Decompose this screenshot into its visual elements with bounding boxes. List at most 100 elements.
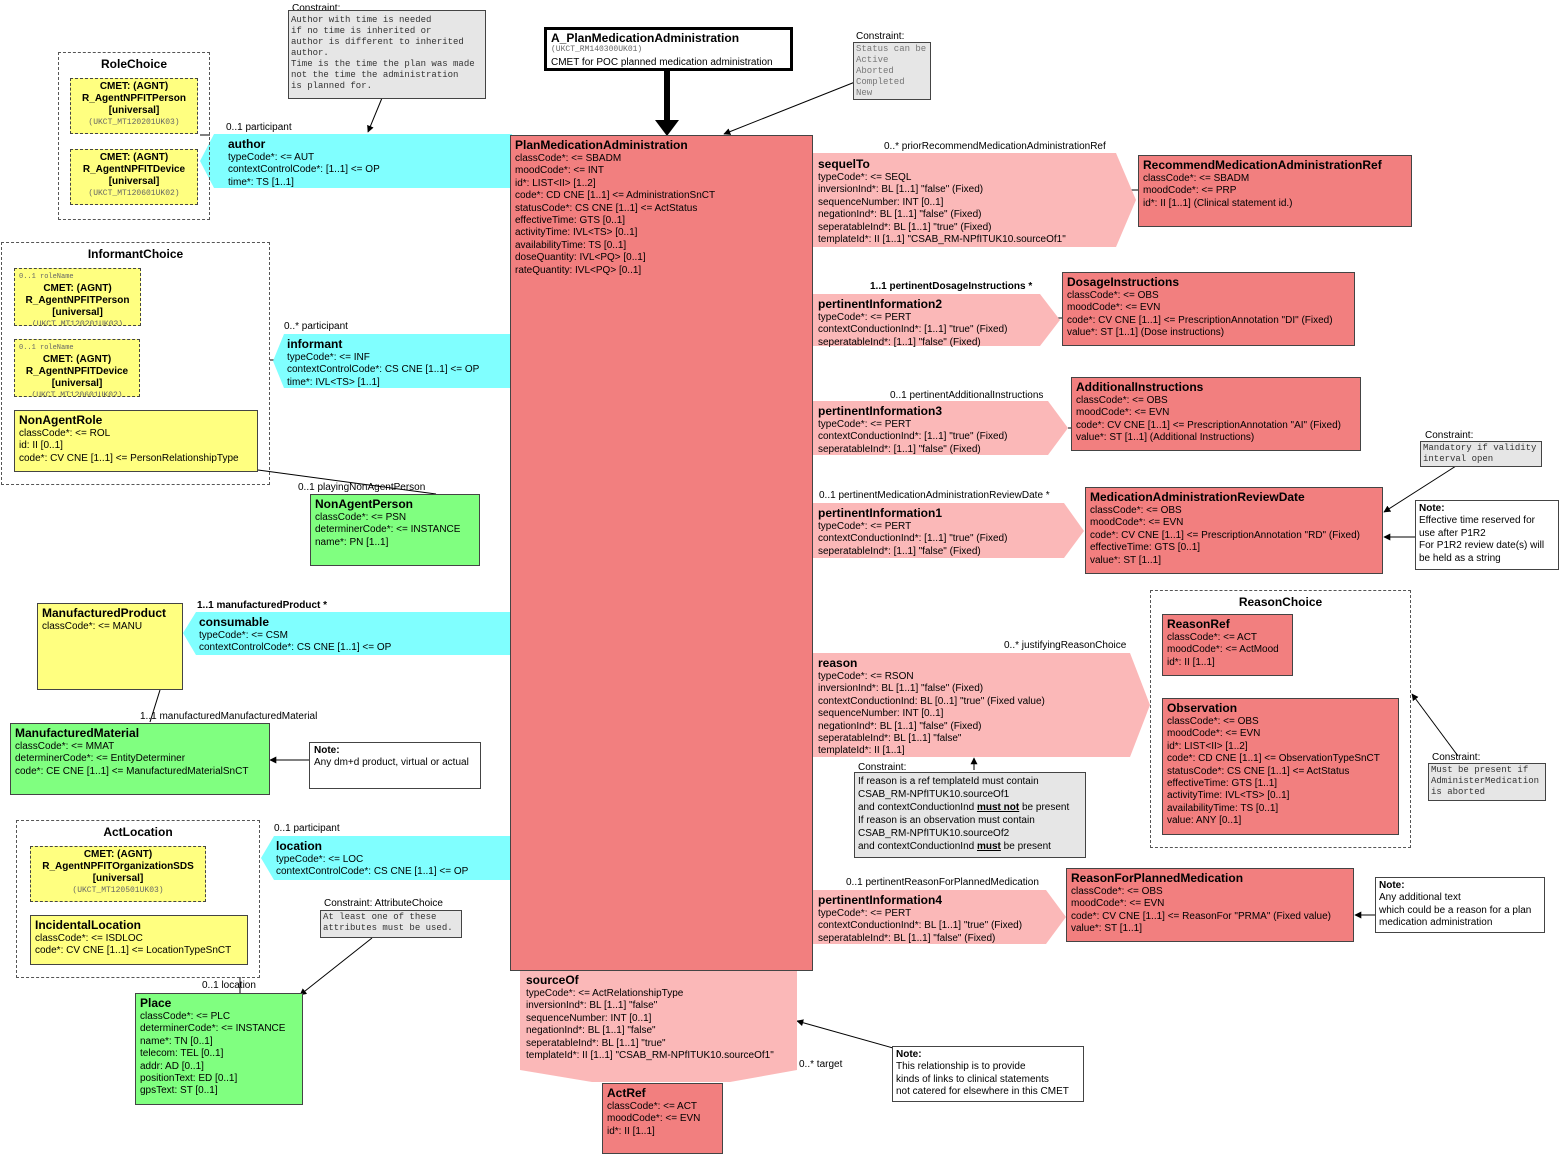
act-ref: ActRef classCode*: <= ACT moodCode*: <= … xyxy=(602,1083,723,1154)
note-text: Any dm+d product, virtual or actual xyxy=(314,757,469,769)
attr-line: templateId*: II [1..1] xyxy=(818,745,905,757)
observation: Observation classCode*: <= OBS moodCode*… xyxy=(1162,698,1399,835)
manufactured-product-title: ManufacturedProduct xyxy=(42,606,167,620)
note-line: medication administration xyxy=(1379,917,1493,929)
constraint-reason: If reason is a ref templateId must conta… xyxy=(854,772,1086,858)
constraint-place: At least one of these attributes must be… xyxy=(320,910,462,938)
pi3-shape xyxy=(812,401,1068,455)
attr-line: contextControlCode*: CS CNE [1..1] <= OP xyxy=(276,866,469,877)
reason-card: 0..* justifyingReasonChoice xyxy=(1004,640,1127,651)
note-label: Note: xyxy=(314,745,340,756)
constraint-author-text: Author with time is needed if no time is… xyxy=(291,15,475,91)
attr-line: code*: CV CNE [1..1] <= PrescriptionAnno… xyxy=(1090,529,1360,541)
location-title: location xyxy=(276,839,323,853)
informant-shape xyxy=(273,334,512,388)
role-name: 0..1 roleName xyxy=(19,344,74,352)
attr-line: classCode*: <= ROL xyxy=(19,428,111,439)
constraint-validity: Mandatory if validity interval open xyxy=(1420,441,1542,467)
attr-line: sequenceNumber: INT [0..1] xyxy=(526,1012,652,1024)
attr-line: time*: TS [1..1] xyxy=(228,176,294,187)
cmet-device-informant: 0..1 roleName CMET: (AGNT) R_AgentNPFITD… xyxy=(14,339,140,397)
attr-line: classCode*: <= OBS xyxy=(1076,395,1168,406)
place-card: 0..1 location xyxy=(202,980,256,991)
cmet-name: R_AgentNPFITOrganizationSDS xyxy=(42,861,194,872)
manufactured-material-title: ManufacturedMaterial xyxy=(15,726,140,740)
attr-line: id*: LIST<II> [1..2] xyxy=(515,177,596,189)
cmet-label: CMET: (AGNT) xyxy=(42,354,112,365)
pi1-card: 0..1 pertinentMedicationAdministrationRe… xyxy=(819,490,1050,501)
reason-choice-title: ReasonChoice xyxy=(1238,595,1323,609)
attr-line: classCode*: <= SBADM xyxy=(515,153,622,164)
attr-line: contextControlCode*: CS CNE [1..1] <= OP xyxy=(199,642,392,653)
cmet-id: (UKCT_MT120501UK03) xyxy=(72,886,164,895)
pertinent-information-1: pertinentInformation1 typeCode*: <= PERT… xyxy=(814,504,1066,558)
attr-line: addr: AD [0..1] xyxy=(140,1060,204,1072)
review-date-title: MedicationAdministrationReviewDate xyxy=(1090,490,1305,504)
reason: reason typeCode*: <= RSON inversionInd*:… xyxy=(814,654,1132,757)
consumable: consumable typeCode*: <= CSM contextCont… xyxy=(195,613,510,653)
attr-line: statusCode*: CS CNE [1..1] <= ActStatus xyxy=(1167,765,1350,777)
note-label: Note: xyxy=(1379,880,1405,891)
attr-line: seperatableInd*: BL [1..1] "false" xyxy=(818,733,962,745)
note-source: Note: This relationship is to provide ki… xyxy=(892,1046,1084,1102)
consumable-shape xyxy=(183,612,512,655)
attr-line: typeCode*: <= AUT xyxy=(228,152,315,163)
header-id: (UKCT_RM140300UK01) xyxy=(551,45,643,55)
attr-line: activityTime: IVL<TS> [0..1] xyxy=(1167,790,1290,802)
place: Place classCode*: <= PLC determinerCode*… xyxy=(135,993,303,1105)
attr-line: classCode*: <= MANU xyxy=(42,621,143,632)
attr-line: moodCode*: <= INT xyxy=(515,165,604,177)
attr-line: contextConductionInd*: BL [1..1] "true" … xyxy=(818,920,1023,932)
attr-line: typeCode*: <= CSM xyxy=(199,630,288,641)
informant-choice-group: InformantChoice xyxy=(1,242,270,485)
attr-line: determinerCode*: <= EntityDeterminer xyxy=(15,753,186,765)
cmet-id: (UKCT_MT120201UK03) xyxy=(88,118,180,127)
plan-title: PlanMedicationAdministration xyxy=(515,138,688,152)
attr-line: availabilityTime: TS [0..1] xyxy=(1167,802,1279,814)
constraint-aborted-label: Constraint: xyxy=(1432,752,1481,763)
role-choice-title: RoleChoice xyxy=(100,57,167,71)
attr-line: negationInd*: BL [1..1] "false" xyxy=(526,1025,656,1037)
attr-line: determinerCode*: <= INSTANCE xyxy=(140,1023,286,1035)
attr-line: id*: II [1..1] xyxy=(607,1125,655,1137)
note-line: For P1R2 review date(s) will xyxy=(1419,540,1545,552)
attr-line: classCode*: <= OBS xyxy=(1167,716,1259,727)
note-line: not catered for elsewhere in this CMET xyxy=(896,1086,1069,1098)
sequelto-shape xyxy=(812,153,1136,247)
source-of-card: 0..* target xyxy=(799,1059,843,1070)
constraint-validity-label: Constraint: xyxy=(1425,430,1474,441)
pi4-title: pertinentInformation4 xyxy=(818,893,943,907)
attr-line: code*: CV CNE [1..1] <= PrescriptionAnno… xyxy=(1067,314,1333,326)
cmet-label: CMET: (AGNT) xyxy=(99,152,169,163)
attr-line: activityTime: IVL<TS> [0..1] xyxy=(515,227,638,239)
attr-line: moodCode*: <= EVN xyxy=(607,1113,701,1125)
attr-line: classCode*: <= ISDLOC xyxy=(35,933,143,944)
attr-line: classCode*: <= OBS xyxy=(1090,505,1182,516)
attr-line: rateQuantity: IVL<PQ> [0..1] xyxy=(515,264,642,276)
pertinent-information-2: pertinentInformation2 typeCode*: <= PERT… xyxy=(814,295,1042,347)
note-line: Effective time reserved for xyxy=(1419,515,1535,527)
attr-line: value*: ST [1..1] xyxy=(1071,923,1142,935)
author-title: author xyxy=(228,137,266,151)
attr-line: contextConductionInd*: [1..1] "true" (Fi… xyxy=(818,431,1008,443)
attr-line: moodCode*: <= EVN xyxy=(1076,407,1170,419)
dosage-title: DosageInstructions xyxy=(1067,275,1180,289)
attr-line: moodCode*: <= EVN xyxy=(1090,517,1184,529)
pertinent-information-4: pertinentInformation4 typeCode*: <= PERT… xyxy=(814,891,1048,943)
attr-line: availabilityTime: TS [0..1] xyxy=(515,239,627,251)
cmet-name: R_AgentNPFITPerson xyxy=(25,295,130,306)
constraint-line: CSAB_RM-NPfITUK10.sourceOf1 xyxy=(858,789,1010,800)
pi2-title: pertinentInformation2 xyxy=(818,297,943,311)
act-location-title: ActLocation xyxy=(103,825,173,839)
attr-line: effectiveTime: GTS [0..1] xyxy=(515,215,626,227)
constraint-line: CSAB_RM-NPfITUK10.sourceOf2 xyxy=(858,828,1010,839)
cmet-scope: [universal] xyxy=(108,105,160,116)
attr-line: contextConductionInd: BL [0..1] "true" (… xyxy=(818,695,1045,707)
sequel-to-card: 0..* priorRecommendMedicationAdministrat… xyxy=(884,141,1106,152)
note-reason-planned: Note: Any additional text which could be… xyxy=(1375,877,1545,933)
attr-line: moodCode*: <= EVN xyxy=(1071,898,1165,910)
manufactured-material-card: 1..1 manufacturedManufacturedMaterial xyxy=(140,711,318,722)
constraint-line: If reason is an observation must contain xyxy=(858,815,1035,826)
cmet-id: (UKCT_MT120201UK03) xyxy=(31,320,124,326)
